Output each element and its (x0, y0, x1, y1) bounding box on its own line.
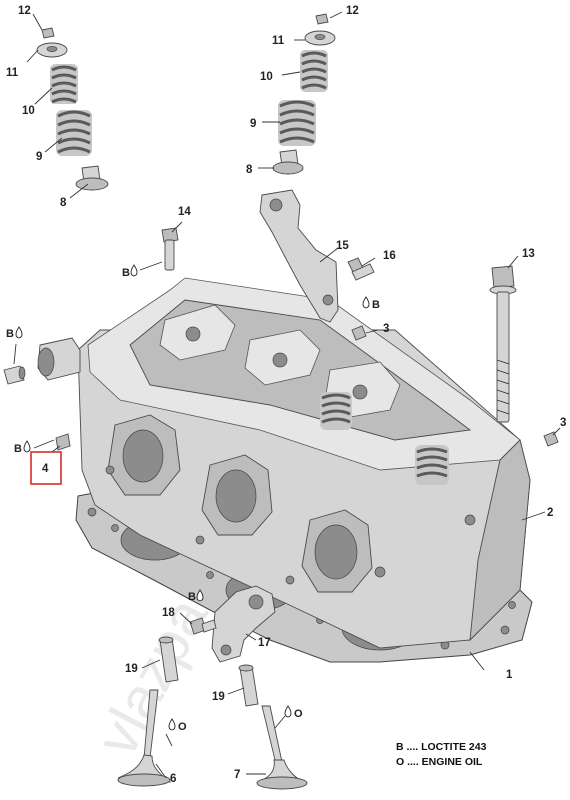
callout-14: 14 (178, 206, 191, 218)
callout-12-right: 12 (346, 5, 359, 17)
outer-valve-spring-left (56, 110, 92, 156)
callout-18: 18 (162, 607, 175, 619)
valve-stem-seal-left (75, 165, 109, 191)
callout-13: 13 (522, 248, 535, 260)
highlight-box (30, 451, 62, 485)
valve-guide-19-left (158, 636, 179, 683)
drop-icon (196, 589, 204, 602)
plug-bolt-left (3, 365, 26, 385)
loctite-tag-plug-left: B (6, 328, 14, 340)
callout-9-right: 9 (250, 118, 256, 130)
valve-keeper-right (315, 13, 329, 25)
left-valve-stack (36, 27, 109, 191)
callout-3-right: 3 (560, 417, 566, 429)
callout-1: 1 (506, 669, 513, 681)
legend-engine-oil: O .... ENGINE OIL (396, 756, 483, 768)
callout-19-left: 19 (125, 663, 138, 675)
bolt-18 (189, 617, 217, 635)
drop-icon (284, 705, 292, 718)
callout-8-left: 8 (60, 197, 67, 209)
dowel-pin-3-upper (351, 325, 367, 341)
bolt-14 (161, 227, 179, 271)
dowel-pin-3-right (543, 431, 559, 447)
bolt-16 (347, 257, 375, 281)
drop-icon (362, 296, 370, 309)
callout-19-right: 19 (212, 691, 225, 703)
loctite-tag-bolt-14: B (122, 267, 130, 279)
callout-3-upper: 3 (383, 323, 389, 335)
right-valve-stack (272, 13, 336, 175)
inner-valve-spring-right (300, 50, 328, 92)
callout-6: 6 (170, 773, 176, 785)
valve-stem-seal-right (272, 149, 304, 175)
cylinder-head (37, 277, 531, 649)
valve-6 (117, 689, 172, 787)
callout-16: 16 (383, 250, 396, 262)
valve-guide-19-right (238, 664, 259, 707)
highlighted-callout-4: 4 (30, 451, 62, 485)
callout-12-left: 12 (18, 5, 31, 17)
valve-7 (256, 705, 308, 790)
drop-icon (130, 264, 138, 277)
callout-10-right: 10 (260, 71, 273, 83)
inner-valve-spring-left (50, 64, 78, 104)
legend-loctite: B .... LOCTITE 243 (396, 741, 487, 753)
drop-icon (168, 718, 176, 731)
callout-9-left: 9 (36, 151, 42, 163)
drop-icon (15, 326, 23, 339)
callout-10-left: 10 (22, 105, 35, 117)
valve-keeper-left (41, 27, 55, 39)
outer-valve-spring-right (278, 100, 316, 146)
drop-icon (23, 440, 31, 453)
callout-17: 17 (258, 637, 271, 649)
callout-11-right: 11 (272, 35, 285, 47)
leader-lines (26, 11, 561, 779)
callout-labels: 12 11 10 9 8 12 11 10 9 8 14 15 16 13 3 … (6, 5, 566, 785)
bracket-17 (211, 585, 276, 663)
oil-tag-valve-7: O (294, 708, 303, 720)
loctite-tag-bolt-16: B (372, 299, 380, 311)
head-bolt-13 (489, 265, 517, 423)
callout-4: 4 (42, 463, 49, 475)
loctite-tag-fitting-4: B (14, 443, 22, 455)
loctite-tag-bolt-18: B (188, 591, 196, 603)
application-symbols: B B B B B O O (6, 261, 380, 733)
callout-15: 15 (336, 240, 349, 252)
callout-2: 2 (547, 507, 553, 519)
callout-7: 7 (234, 769, 240, 781)
oil-tag-valve-6: O (178, 721, 187, 733)
callout-8-right: 8 (246, 164, 253, 176)
legend: B .... LOCTITE 243 O .... ENGINE OIL (396, 741, 487, 768)
callout-11-left: 11 (6, 67, 19, 79)
lifting-bracket-15 (259, 189, 339, 323)
